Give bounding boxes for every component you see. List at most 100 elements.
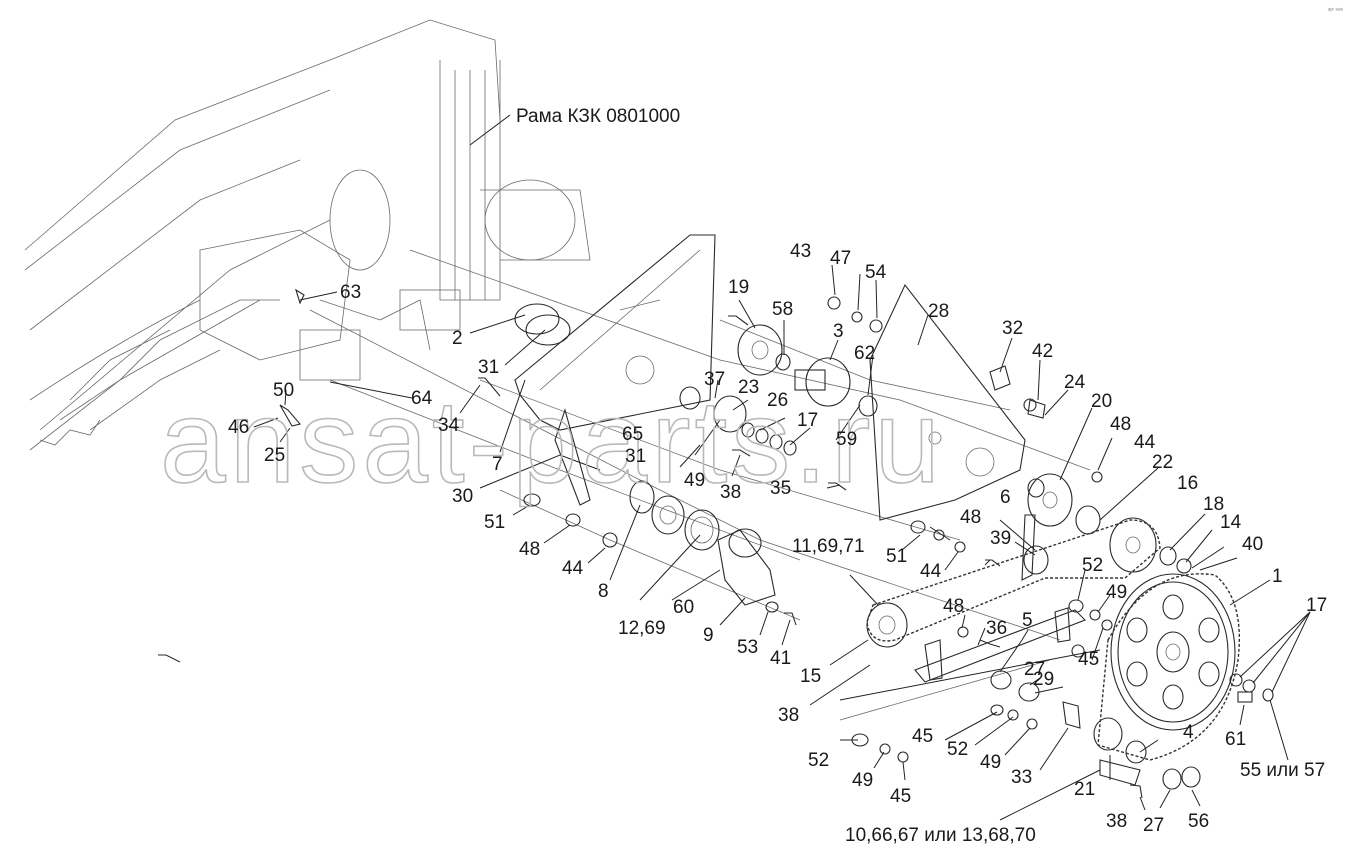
callout-39: 39 xyxy=(990,528,1011,549)
callout-9: 9 xyxy=(703,625,714,646)
callout-38-a: 38 xyxy=(720,482,741,503)
sprocket-12-69 xyxy=(684,509,720,551)
callout-42: 42 xyxy=(1032,341,1053,362)
watermark-text: ansat-parts.ru xyxy=(160,376,944,508)
callout-45-c: 45 xyxy=(890,786,911,807)
callout-22: 22 xyxy=(1152,452,1173,473)
callout-17-a: 17 xyxy=(797,410,818,431)
sprocket-16 xyxy=(1109,517,1157,573)
callout-55-57: 55 или 57 xyxy=(1240,760,1325,781)
callout-54: 54 xyxy=(865,262,887,283)
bolts xyxy=(158,315,1143,799)
callout-38-c: 38 xyxy=(1106,811,1127,832)
chain-upper xyxy=(866,519,1161,642)
tensioner-9 xyxy=(717,528,776,606)
callout-15: 15 xyxy=(800,666,821,687)
callout-37: 37 xyxy=(704,369,725,390)
callout-62: 62 xyxy=(854,343,875,364)
callout-10-66-67-13-68-70: 10,66,67 или 13,68,70 xyxy=(845,825,1036,846)
callout-52-a: 52 xyxy=(1082,555,1103,576)
chain-lower xyxy=(1097,573,1241,761)
callout-31-a: 31 xyxy=(478,357,499,378)
callout-23: 23 xyxy=(738,377,759,398)
callout-61: 61 xyxy=(1225,729,1246,750)
hub-20 xyxy=(1027,473,1101,535)
plate-left-37 xyxy=(514,234,716,506)
callout-48-b: 48 xyxy=(960,507,981,528)
callout-52-b: 52 xyxy=(947,739,968,760)
beam-5 xyxy=(914,607,1086,683)
callout-34: 34 xyxy=(438,415,460,436)
callout-53: 53 xyxy=(737,637,758,658)
callout-21: 21 xyxy=(1074,779,1095,800)
callout-58: 58 xyxy=(772,299,793,320)
callout-11-69-71: 11,69,71 xyxy=(792,536,865,557)
callout-45-b: 45 xyxy=(1078,649,1099,670)
callout-18: 18 xyxy=(1203,494,1224,515)
callout-27-a: 27 xyxy=(1024,659,1045,680)
callout-31-b: 31 xyxy=(625,446,646,467)
callout-17-b: 17 xyxy=(1306,595,1327,616)
callout-51-a: 51 xyxy=(484,512,505,533)
callout-50: 50 xyxy=(273,380,294,401)
callout-2: 2 xyxy=(452,328,463,349)
callout-24: 24 xyxy=(1064,372,1086,393)
plate-right-28 xyxy=(869,283,1026,521)
callout-47: 47 xyxy=(830,248,851,269)
callout-38-b: 38 xyxy=(778,705,799,726)
callout-27-b: 27 xyxy=(1143,815,1164,836)
callout-51-b: 51 xyxy=(886,546,907,567)
callout-41: 41 xyxy=(770,648,791,669)
callout-63: 63 xyxy=(340,282,361,303)
callout-52-c: 52 xyxy=(808,750,829,771)
callout-32: 32 xyxy=(1002,318,1023,339)
callout-46: 46 xyxy=(228,417,249,438)
callout-40: 40 xyxy=(1242,534,1263,555)
sprocket-21 xyxy=(1093,717,1147,764)
callout-49-c: 49 xyxy=(980,752,1001,773)
callout-12-69: 12,69 xyxy=(618,618,666,639)
callout-4: 4 xyxy=(1183,722,1194,743)
callout-28: 28 xyxy=(928,301,949,322)
callout-48-c: 48 xyxy=(943,596,964,617)
callout-65: 65 xyxy=(622,424,643,445)
callout-48-a: 48 xyxy=(519,539,540,560)
callout-14: 14 xyxy=(1220,512,1242,533)
callout-30: 30 xyxy=(452,486,473,507)
corner-mark: ᵃᵖᵗ ˢᵃᵗˢ xyxy=(1328,7,1343,14)
callout-3: 3 xyxy=(833,321,844,342)
callout-16: 16 xyxy=(1177,473,1198,494)
callout-29: 29 xyxy=(1033,669,1054,690)
callout-5: 5 xyxy=(1022,610,1033,631)
sprocket-8 xyxy=(629,480,685,535)
sprocket-6 xyxy=(1021,514,1049,581)
callout-44-a: 44 xyxy=(562,558,584,579)
washers-misc xyxy=(514,296,1274,790)
callout-44-c: 44 xyxy=(1134,432,1156,453)
callout-8: 8 xyxy=(598,581,609,602)
wheel-1 xyxy=(1110,573,1236,731)
callout-45-a: 45 xyxy=(912,726,933,747)
callout-64: 64 xyxy=(411,388,433,409)
callout-19: 19 xyxy=(728,277,749,298)
leader-lines xyxy=(253,114,1311,821)
callout-7: 7 xyxy=(492,454,503,475)
callout-25: 25 xyxy=(264,445,285,466)
callout-44-b: 44 xyxy=(920,561,942,582)
callout-49-d: 49 xyxy=(852,770,873,791)
callout-43: 43 xyxy=(790,241,811,262)
callout-26: 26 xyxy=(767,390,788,411)
callout-20: 20 xyxy=(1091,391,1112,412)
frame-label: Рама КЗК 0801000 xyxy=(516,106,680,127)
callout-6: 6 xyxy=(1000,487,1011,508)
callout-49-a: 49 xyxy=(684,470,705,491)
callout-59: 59 xyxy=(836,429,857,450)
callout-49-b: 49 xyxy=(1106,582,1127,603)
callout-36: 36 xyxy=(986,618,1007,639)
callout-35: 35 xyxy=(770,478,791,499)
hub-19 xyxy=(737,324,783,376)
callout-48-d: 48 xyxy=(1110,414,1131,435)
callout-33: 33 xyxy=(1011,767,1032,788)
callout-60: 60 xyxy=(673,597,694,618)
